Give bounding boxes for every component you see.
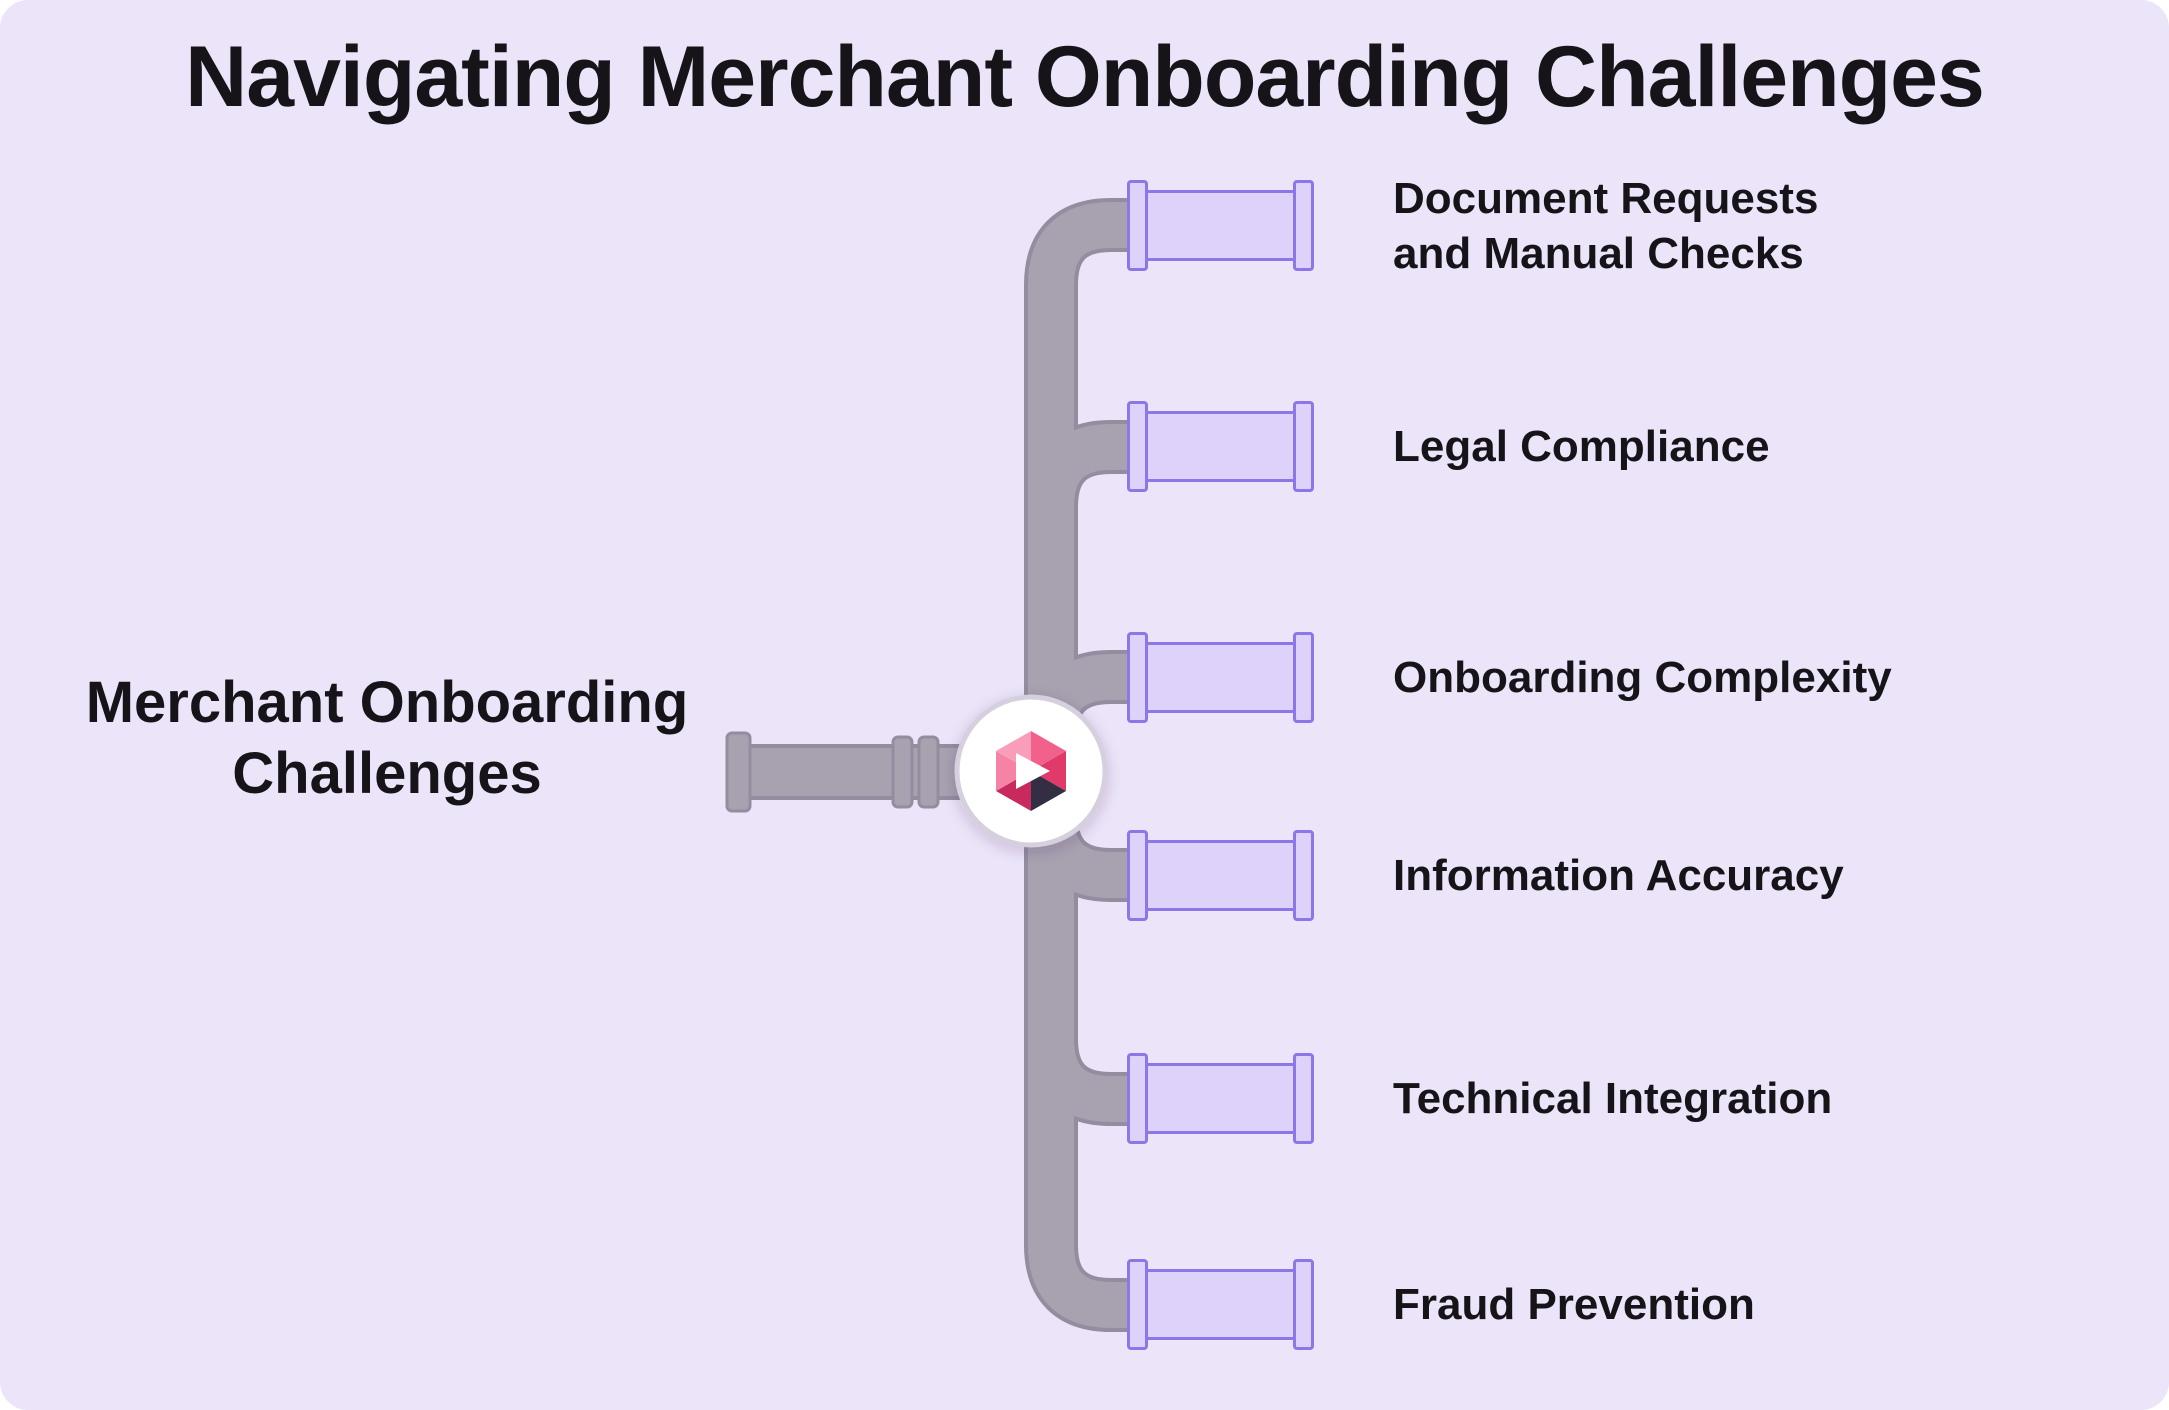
branch-label: Legal Compliance xyxy=(1393,422,1770,471)
coupling-flange-icon xyxy=(1127,401,1148,492)
pipe-coupling-icon xyxy=(1127,632,1314,723)
branch-label: Document Requests and Manual Checks xyxy=(1393,173,1819,278)
coupling-flange-icon xyxy=(1293,1053,1314,1144)
branch-label: Onboarding Complexity xyxy=(1393,653,1892,702)
root-pipe xyxy=(725,731,980,813)
coupling-body xyxy=(1142,190,1299,261)
branch-row: Onboarding Complexity xyxy=(1127,632,1892,723)
coupling-flange-icon xyxy=(1127,180,1148,271)
play-triangle-icon xyxy=(1016,753,1050,789)
play-logo-icon xyxy=(996,731,1066,811)
coupling-flange-icon xyxy=(1127,632,1148,723)
coupling-flange-icon xyxy=(1127,1053,1148,1144)
pipe-ring-icon xyxy=(891,735,914,809)
coupling-body xyxy=(1142,642,1299,713)
branch-row: Technical Integration xyxy=(1127,1053,1832,1144)
coupling-flange-icon xyxy=(1127,830,1148,921)
branch-label: Technical Integration xyxy=(1393,1074,1833,1123)
branch-row: Legal Compliance xyxy=(1127,401,1770,492)
pipe-coupling-icon xyxy=(1127,401,1314,492)
pipe-coupling-icon xyxy=(1127,1259,1314,1350)
branch-row: Information Accuracy xyxy=(1127,830,1844,921)
coupling-flange-icon xyxy=(1293,401,1314,492)
coupling-flange-icon xyxy=(1293,830,1314,921)
pipe-coupling-icon xyxy=(1127,830,1314,921)
coupling-body xyxy=(1142,411,1299,482)
pipe-flange-icon xyxy=(725,731,752,813)
root-node-label: Merchant Onboarding Challenges xyxy=(85,670,689,806)
coupling-body xyxy=(1142,1269,1299,1340)
page-title: Navigating Merchant Onboarding Challenge… xyxy=(185,29,1985,125)
coupling-flange-icon xyxy=(1127,1259,1148,1350)
coupling-flange-icon xyxy=(1293,632,1314,723)
pipe-coupling-icon xyxy=(1127,180,1314,271)
branch-label: Fraud Prevention xyxy=(1393,1280,1755,1329)
coupling-body xyxy=(1142,840,1299,911)
coupling-flange-icon xyxy=(1293,180,1314,271)
pipe-ring-icon xyxy=(917,735,940,809)
branch-row: Fraud Prevention xyxy=(1127,1259,1755,1350)
branch-label: Information Accuracy xyxy=(1393,851,1844,900)
coupling-flange-icon xyxy=(1293,1259,1314,1350)
branch-row: Document Requests and Manual Checks xyxy=(1127,174,1818,278)
coupling-body xyxy=(1142,1063,1299,1134)
pipe-coupling-icon xyxy=(1127,1053,1314,1144)
